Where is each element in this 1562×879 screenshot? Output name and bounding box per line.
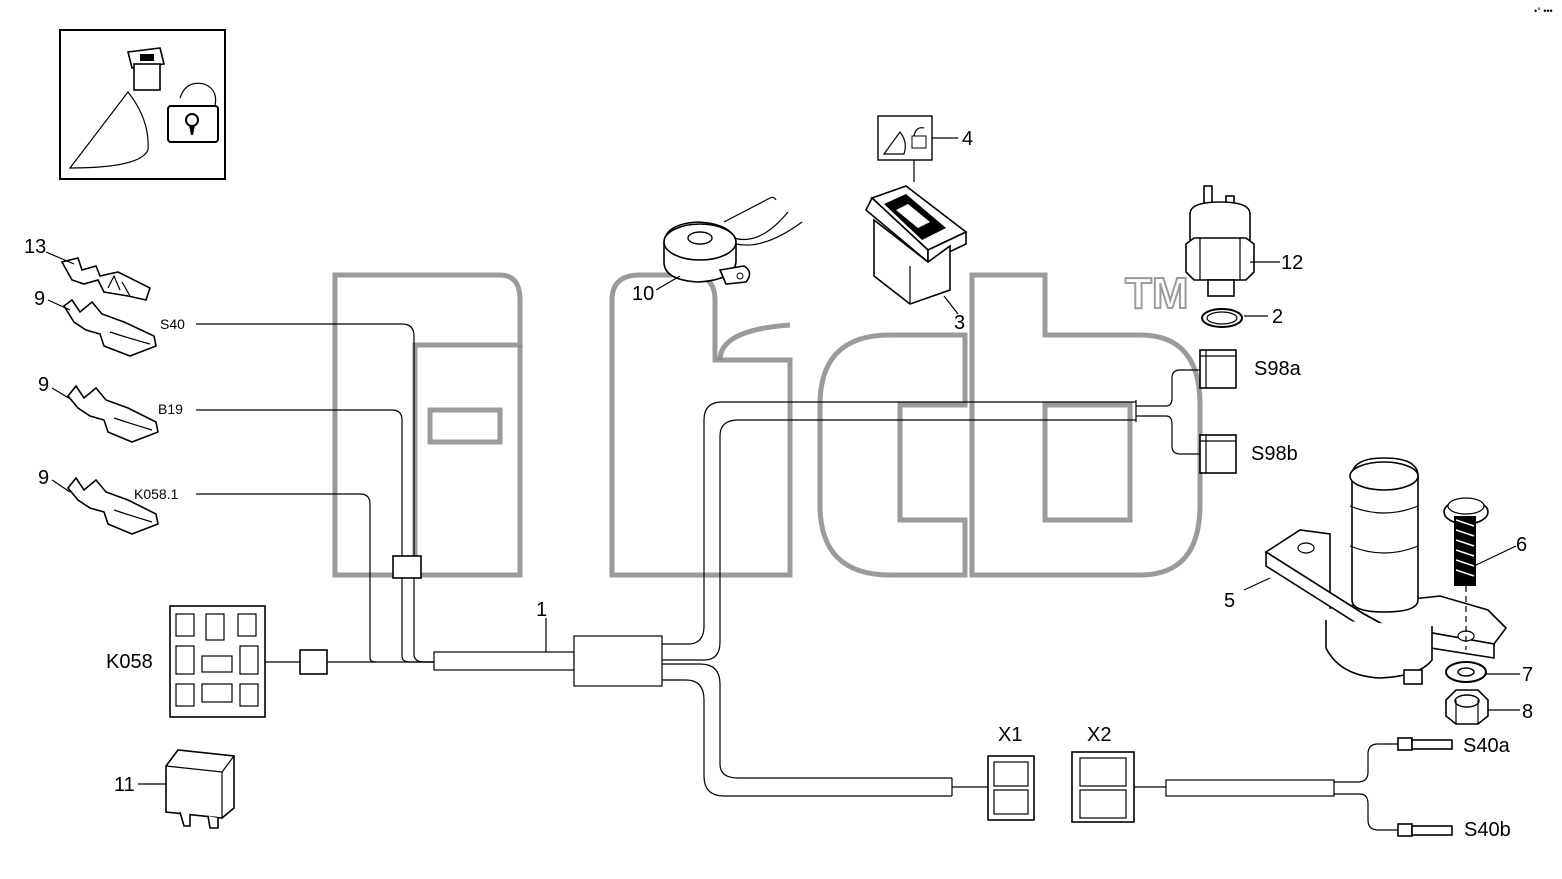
seat-switch-assembly-5 bbox=[1264, 457, 1508, 685]
label-3: 3 bbox=[954, 312, 965, 334]
label-12: 12 bbox=[1281, 252, 1303, 274]
wire-splice-block bbox=[392, 555, 422, 579]
connector-s98a bbox=[1199, 349, 1237, 389]
label-s40b: S40b bbox=[1464, 819, 1511, 841]
unlock-icon bbox=[167, 82, 219, 143]
nut-8 bbox=[1445, 689, 1489, 725]
label-8: 8 bbox=[1522, 701, 1533, 723]
connector-k058 bbox=[169, 605, 266, 718]
connector-x2 bbox=[1071, 751, 1135, 823]
label-s98b: S98b bbox=[1251, 443, 1298, 465]
label-2: 2 bbox=[1272, 306, 1283, 328]
label-x2: X2 bbox=[1087, 724, 1111, 746]
pressure-switch-12 bbox=[1185, 185, 1255, 297]
label-s98a: S98a bbox=[1254, 358, 1302, 380]
terminal-s40a bbox=[1397, 737, 1453, 751]
label-11: 11 bbox=[114, 774, 135, 796]
terminal-s40b bbox=[1397, 823, 1453, 837]
part-number-labels: 1 2 3 4 5 6 7 8 9 9 9 10 11 12 13 bbox=[24, 128, 1533, 796]
label-4: 4 bbox=[962, 128, 973, 150]
connector-k058-plug bbox=[299, 649, 328, 675]
label-s40a: S40a bbox=[1463, 735, 1511, 757]
label-1: 1 bbox=[536, 599, 547, 621]
connector-x1 bbox=[987, 755, 1035, 821]
watermark-tm: TM bbox=[1125, 269, 1189, 318]
label-6: 6 bbox=[1516, 534, 1527, 556]
label-5: 5 bbox=[1224, 590, 1235, 612]
label-10: 10 bbox=[632, 283, 654, 305]
label-k058: K058 bbox=[106, 651, 153, 673]
label-x1: X1 bbox=[998, 724, 1022, 746]
label-b19: B19 bbox=[158, 401, 183, 417]
connector-labels: S40 B19 K058.1 K058 S98a S98b X1 X2 S40a… bbox=[106, 316, 1511, 841]
buzzer-10 bbox=[663, 196, 803, 285]
washer-7 bbox=[1445, 661, 1487, 683]
connector-s98b bbox=[1199, 434, 1237, 474]
relay-11 bbox=[165, 749, 235, 829]
bolt-6 bbox=[1443, 497, 1489, 650]
label-9a: 9 bbox=[34, 288, 45, 310]
harness-1-trunk bbox=[433, 651, 575, 671]
rocker-switch-3 bbox=[865, 185, 968, 305]
terminal-13 bbox=[60, 257, 151, 301]
label-13: 13 bbox=[24, 236, 46, 258]
label-s40: S40 bbox=[160, 316, 185, 332]
terminal-9b bbox=[66, 384, 159, 443]
rocker-switch-icon bbox=[127, 47, 165, 91]
harness-junction bbox=[573, 635, 663, 687]
label-7: 7 bbox=[1522, 664, 1533, 686]
label-9b: 9 bbox=[38, 374, 49, 396]
wiring-harness bbox=[196, 323, 1398, 831]
watermark-logo: TM bbox=[332, 268, 1203, 578]
terminal-9a bbox=[62, 298, 157, 357]
terminal-9c bbox=[66, 476, 159, 535]
unlock-symbol-4 bbox=[877, 115, 933, 161]
symbol-inset-box bbox=[59, 29, 226, 180]
label-9c: 9 bbox=[38, 467, 49, 489]
corner-mark: •° ••• bbox=[1534, 6, 1553, 16]
label-k0581: K058.1 bbox=[134, 486, 179, 502]
